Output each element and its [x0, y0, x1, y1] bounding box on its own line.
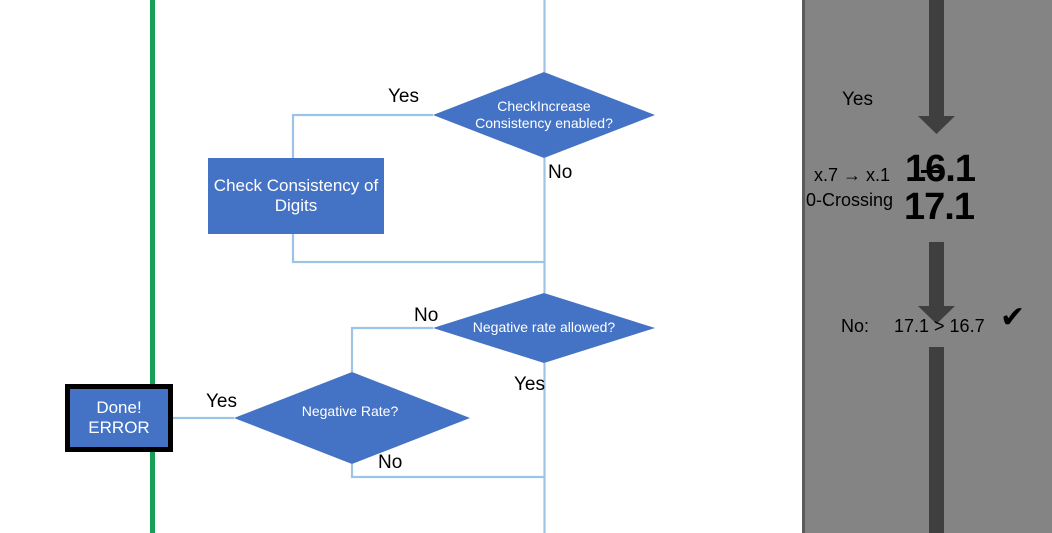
panel-value-struck-text: 16.1: [905, 148, 976, 190]
decision-check-increase-consistency: [433, 72, 655, 158]
connector-process-out: [291, 234, 544, 264]
edge-label-d2-no: No: [414, 305, 439, 326]
panel-result-comparison: 17.1 > 16.7: [894, 316, 985, 336]
process-check-consistency-of-digits[interactable]: Check Consistency of Digits: [208, 158, 384, 234]
panel-result-prefix: No:: [841, 316, 870, 336]
panel-value-struck: 16.1: [905, 148, 976, 191]
connector-d1-yes: [291, 113, 433, 158]
check-mark-icon: ✔: [1000, 301, 1026, 334]
arrow-down-bottom-shaft: [929, 347, 944, 533]
panel-arrows: [918, 0, 955, 533]
edge-label-d2-yes: Yes: [514, 374, 545, 395]
terminator-line1: Done!: [96, 397, 142, 417]
panel-yes-label: Yes: [842, 89, 873, 110]
flowchart-graphics: [150, 0, 655, 533]
connector-d2-no: [350, 326, 433, 372]
connector-d3-no: [350, 464, 544, 479]
edge-label-d3-no: No: [378, 452, 403, 473]
decision-negative-rate: [234, 372, 470, 464]
arrow-down-top-shaft: [929, 0, 944, 116]
terminator-done-error[interactable]: Done! ERROR: [65, 384, 173, 452]
decision-negative-rate-allowed: [433, 293, 655, 363]
arrow-down-middle-head: [918, 306, 955, 324]
panel-annotation-line2: 0-Crossing: [806, 190, 894, 210]
panel-annotation-line1: x.7 → x.1: [814, 165, 891, 185]
process-label: Check Consistency of Digits: [213, 175, 379, 215]
arrow-down-top-head: [918, 116, 955, 134]
panel-value-current: 17.1: [904, 186, 975, 228]
annotation-panel: Yes x.7 → x.1 0-Crossing 16.1 17.1 No: 1…: [802, 0, 1052, 533]
edge-label-d3-yes: Yes: [206, 391, 237, 412]
edge-label-d1-yes: Yes: [388, 86, 419, 107]
arrow-down-middle-shaft: [929, 242, 944, 306]
terminator-label: Done! ERROR: [70, 389, 168, 447]
terminator-line2: ERROR: [88, 418, 150, 437]
edge-label-d1-no: No: [548, 162, 573, 183]
